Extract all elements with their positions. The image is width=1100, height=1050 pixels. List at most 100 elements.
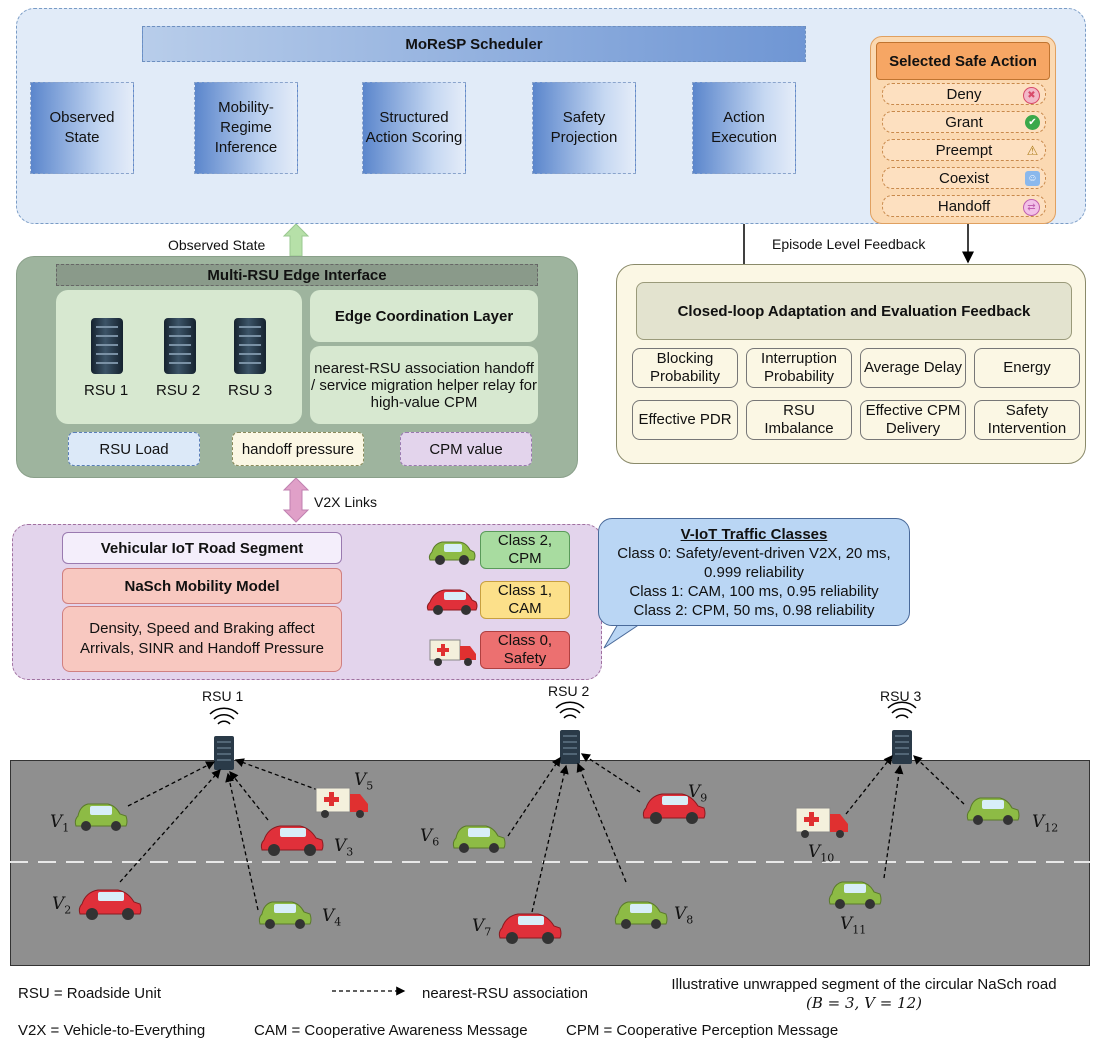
nasch-description: Density, Speed and Braking affect Arriva…: [62, 606, 342, 672]
vehicle-sub: 5: [366, 779, 374, 793]
vehicle-sub: 7: [484, 925, 492, 939]
action-preempt: Preempt⚠: [882, 139, 1046, 161]
action-label: Coexist: [938, 169, 990, 187]
metric-blocking-probability: Blocking Probability: [632, 348, 738, 388]
observed-state-label: Observed State: [168, 237, 266, 253]
step-observed-state: Observed State: [30, 82, 134, 174]
safe-action-title: Selected Safe Action: [876, 42, 1050, 80]
legend-cpm: CPM = Cooperative Perception Message: [566, 1022, 839, 1039]
metric-energy: Energy: [974, 348, 1080, 388]
rsu-tower-icon: [892, 730, 912, 764]
legend-v2x: V2X = Vehicle-to-Everything: [18, 1022, 206, 1039]
vehicle-id: V: [354, 770, 367, 790]
vehicle-label-v3: V3: [334, 836, 353, 858]
nasch-model-title: NaSch Mobility Model: [62, 568, 342, 604]
metric-rsu-imbalance: RSU Imbalance: [746, 400, 852, 440]
legend-caption: Illustrative unwrapped segment of the ci…: [671, 976, 1057, 993]
action-handoff: Handoff⇄: [882, 195, 1046, 217]
action-grant: Grant ✔: [882, 111, 1046, 133]
metric-average-delay: Average Delay: [860, 348, 966, 388]
action-deny: Deny ✖: [882, 83, 1046, 105]
class-1-chip: Class 1, CAM: [480, 581, 570, 619]
handoff-pressure-chip: handoff pressure: [232, 432, 364, 466]
vehicle-v5-ambulance: [315, 787, 368, 818]
vehicle-sub: 3: [346, 845, 354, 859]
vehicle-v3-red-car: [260, 825, 324, 856]
callout-pointer: [603, 623, 641, 649]
action-label: Grant: [945, 113, 983, 131]
vehicle-v4-green-car: [258, 901, 312, 929]
vehicle-id: V: [840, 914, 853, 934]
vehicle-sub: 4: [334, 915, 342, 929]
vehicle-sub: 8: [686, 913, 694, 927]
association-arrow-icon: [332, 986, 406, 996]
step-mobility-regime-inference: Mobility-Regime Inference: [194, 82, 298, 174]
traffic-class-line: Class 2: CPM, 50 ms, 0.98 reliability: [633, 602, 875, 619]
vehicle-sub: 12: [1044, 821, 1059, 835]
rsu-tower-icon: [560, 730, 580, 764]
ambulance-icon: [429, 639, 476, 666]
rsu-server-icon: [234, 318, 266, 374]
class-0-chip: Class 0, Safety: [480, 631, 570, 669]
vehicle-sub: 10: [820, 851, 835, 865]
metric-interruption-probability: Interruption Probability: [746, 348, 852, 388]
vehicle-v6-green-car: [452, 825, 506, 853]
class-2-chip: Class 2, CPM: [480, 531, 570, 569]
vehicle-label-v5: V5: [354, 770, 373, 792]
vehicle-label-v1: V1: [50, 812, 69, 834]
rsu-server-icon: [91, 318, 123, 374]
wifi-icon: [209, 701, 917, 725]
vehicle-label-v9: V9: [688, 782, 707, 804]
action-coexist: Coexist ☺: [882, 167, 1046, 189]
vehicle-v11-green-car: [828, 881, 882, 909]
episode-feedback-label: Episode Level Feedback: [772, 236, 926, 252]
vehicle-label-v8: V8: [674, 904, 693, 926]
coexist-icon: ☺: [1025, 171, 1040, 186]
class-vehicles: [426, 541, 478, 666]
vehicle-v8-green-car: [614, 901, 668, 929]
rsu-label: RSU 3: [228, 382, 273, 399]
step-safety-projection: Safety Projection: [532, 82, 636, 174]
scheduler-title: MoReSP Scheduler: [142, 26, 806, 62]
vehicle-id: V: [674, 904, 687, 924]
legend-cam: CAM = Cooperative Awareness Message: [254, 1022, 528, 1039]
road-rsu-label: RSU 2: [548, 683, 590, 699]
rsu-label: RSU 1: [84, 382, 129, 399]
traffic-class-line: Class 1: CAM, 100 ms, 0.95 reliability: [629, 583, 879, 600]
vehicle-label-v11: V11: [840, 914, 866, 936]
legend-rsu: RSU = Roadside Unit: [18, 985, 161, 1002]
metric-safety-intervention: Safety Intervention: [974, 400, 1080, 440]
vehicle-id: V: [322, 906, 335, 926]
vehicle-sub: 2: [64, 903, 72, 917]
vehicle-v12-green-car: [966, 797, 1020, 825]
vehicle-v9-red-car: [642, 793, 706, 824]
rsu-label: RSU 2: [156, 382, 201, 399]
vehicle-id: V: [50, 812, 63, 832]
vehicle-label-v6: V6: [420, 826, 439, 848]
vehicle-label-v12: V12: [1032, 812, 1058, 834]
vehicle-sub: 9: [700, 791, 708, 805]
check-icon: ✔: [1025, 115, 1040, 130]
warning-icon: ⚠: [1026, 143, 1039, 158]
vehicle-id: V: [1032, 812, 1045, 832]
deny-icon: ✖: [1023, 87, 1040, 104]
observed-state-arrow: [282, 223, 310, 257]
vehicle-label-v2: V2: [52, 894, 71, 916]
vehicle-id: V: [472, 916, 485, 936]
vehicle-sub: 1: [62, 821, 70, 835]
edge-coordination-text: nearest-RSU association handoff / servic…: [310, 346, 538, 424]
green-car-icon: [428, 541, 476, 565]
vehicle-sub: 11: [852, 923, 867, 937]
action-label: Deny: [946, 85, 982, 103]
road-segment-title: Vehicular IoT Road Segment: [62, 532, 342, 564]
closed-loop-title: Closed-loop Adaptation and Evaluation Fe…: [636, 282, 1072, 340]
rsu-server-icon: [164, 318, 196, 374]
edge-coordination-layer: Edge Coordination Layer: [310, 290, 538, 342]
traffic-classes-title: V-IoT Traffic Classes: [680, 526, 828, 543]
vehicle-label-v7: V7: [472, 916, 491, 938]
rsu-tower-icon: [214, 736, 234, 770]
vehicle-id: V: [688, 782, 701, 802]
vehicle-label-v10: V10: [808, 842, 834, 864]
